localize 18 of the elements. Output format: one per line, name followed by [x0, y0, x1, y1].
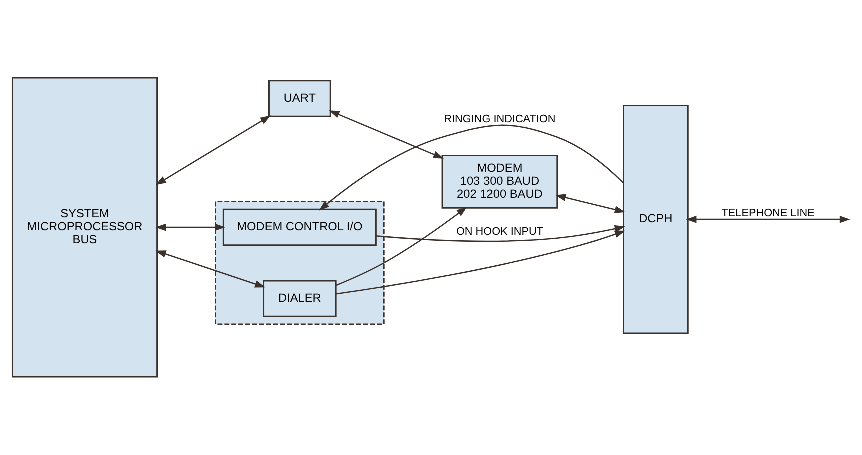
node-box: UART — [268, 80, 332, 118]
arrow — [336, 230, 626, 295]
arrow — [556, 194, 626, 214]
node-box: MODEM CONTROL I/O — [222, 208, 377, 246]
arrow — [376, 225, 626, 242]
node-box: SYSTEM MICROPROCESSOR BUS — [12, 77, 158, 378]
arrow — [329, 110, 444, 159]
node-box: DCPH — [623, 104, 689, 334]
arrow — [156, 224, 226, 232]
edge-label: TELEPHONE LINE — [722, 207, 815, 220]
edge-label: RINGING INDICATION — [444, 113, 556, 126]
arrow — [156, 250, 266, 288]
node-box: MODEM 103 300 BAUD 202 1200 BAUD — [442, 154, 558, 209]
arrow — [336, 207, 468, 286]
node-box: DIALER — [263, 280, 337, 318]
arrow — [686, 216, 850, 224]
arrow — [156, 116, 272, 186]
edge-label: ON HOOK INPUT — [456, 226, 544, 238]
